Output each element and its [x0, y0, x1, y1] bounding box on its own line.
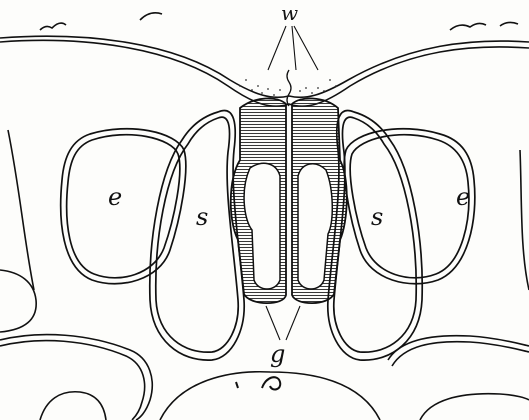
subsidiary-cell-left [150, 111, 244, 361]
upper-epidermis [0, 13, 529, 106]
label-s-right: s [371, 205, 383, 229]
stoma-slit [287, 70, 291, 106]
label-s-left: s [196, 205, 208, 229]
label-e-left: e [108, 185, 122, 209]
label-g: g [270, 342, 285, 366]
epidermal-cell-left [61, 129, 186, 284]
label-w: w [281, 3, 298, 23]
w-pointers [268, 26, 318, 70]
guard-cell-left [231, 98, 286, 303]
bottom-mark [236, 377, 280, 389]
g-pointers [266, 306, 300, 340]
label-e-right: e [456, 185, 470, 209]
